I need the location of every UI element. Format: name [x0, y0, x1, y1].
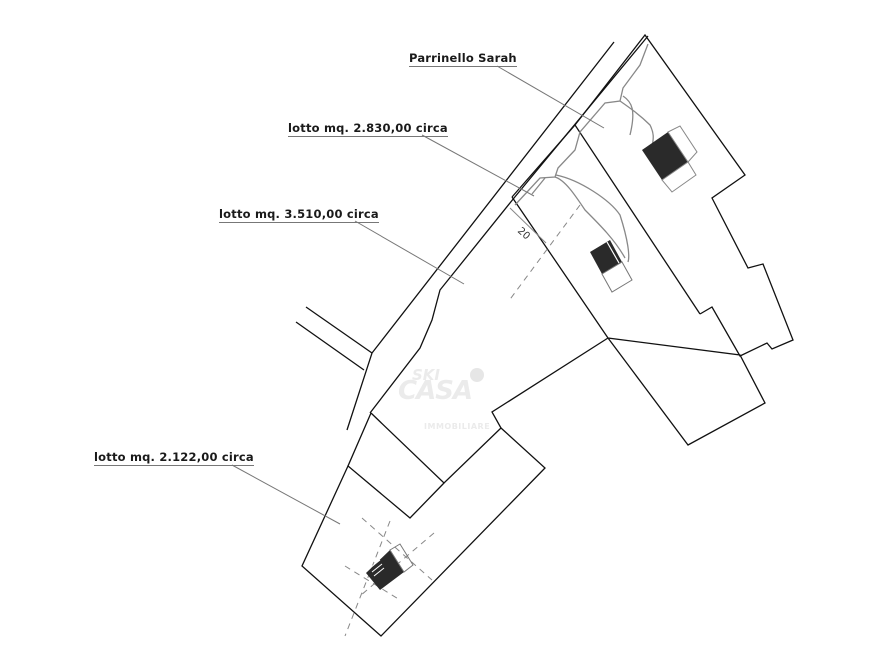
dimension-20: 20: [509, 207, 547, 244]
label-lot-2830: lotto mq. 2.830,00 circa: [288, 121, 448, 137]
leader-lines: [231, 65, 605, 525]
label-lot-2122: lotto mq. 2.122,00 circa: [94, 450, 254, 466]
label-lot-3510: lotto mq. 3.510,00 circa: [219, 207, 379, 223]
house-lot-2122: [366, 543, 414, 590]
parcel-lot-3510: [301, 337, 609, 637]
house-parrinello: [642, 125, 698, 193]
driveways: [514, 43, 654, 263]
house-lot-2830: [590, 239, 633, 293]
road: [295, 35, 649, 431]
parcel-parrinello: [574, 33, 794, 357]
parcel-lot-2830: [511, 124, 766, 446]
dimension-label: 20: [515, 226, 532, 243]
label-owner-parrinello-sarah: Parrinello Sarah: [409, 51, 517, 67]
